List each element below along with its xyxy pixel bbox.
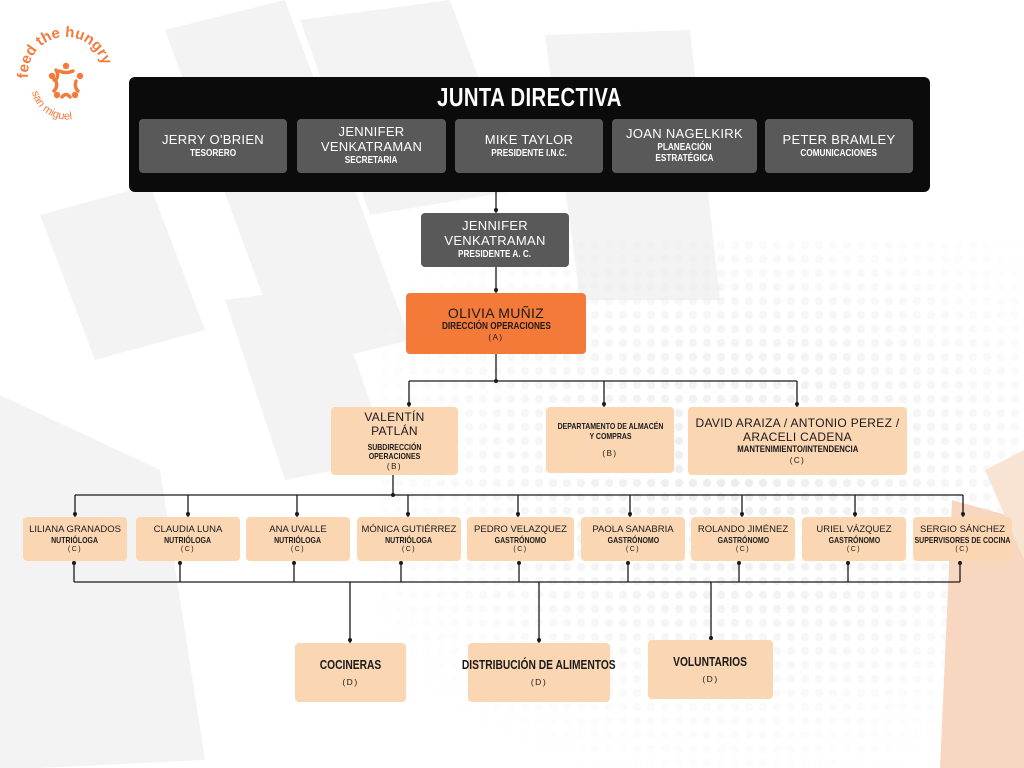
president-name: JENNIFER VENKATRAMAN (444, 218, 546, 249)
staff-name: MÓNICA GUTIÉRREZ (361, 523, 457, 535)
sub-direction-box: VALENTÍN PATLÁN SUBDIRECCIÓN OPERACIONES… (331, 407, 458, 475)
staff-card-monica-gutierrez: MÓNICA GUTIÉRREZ NUTRIÓLOGA (C) (357, 517, 461, 561)
director-role: DIRECCIÓN OPERACIONES (441, 321, 551, 333)
staff-level: (C) (290, 546, 306, 554)
warehouse-purchasing-box: DEPARTAMENTO DE ALMACÉN Y COMPRAS (B) (546, 407, 674, 473)
maintenance-box: DAVID ARAIZA / ANTONIO PEREZ / ARACELI C… (688, 407, 907, 475)
staff-name: SERGIO SÁNCHEZ (920, 523, 1005, 535)
staff-name: PAOLA SANABRIA (592, 523, 674, 535)
staff-level: (C) (846, 546, 862, 554)
director-name: OLIVIA MUÑIZ (447, 305, 545, 322)
staff-role: NUTRIÓLOGA (51, 534, 99, 545)
staff-level: (C) (67, 546, 83, 554)
staff-card-claudia-luna: CLAUDIA LUNA NUTRIÓLOGA (C) (136, 517, 240, 561)
feed-the-hungry-logo: feed the hungry san miguel (15, 24, 116, 123)
staff-role: GASTRÓNOMO (494, 534, 547, 545)
staff-name: ROLANDO JIMÉNEZ (697, 523, 789, 535)
distribution-role: DISTRIBUCIÓN DE ALIMENTOS (462, 657, 616, 672)
staff-card-paola-sanabria: PAOLA SANABRIA GASTRÓNOMO (C) (581, 517, 685, 561)
member-role: SECRETARIA (345, 155, 398, 167)
distribution-level: (D) (530, 677, 548, 688)
staff-level: (C) (625, 546, 641, 554)
member-role: PLANEACIÓN ESTRATÉGICA (655, 141, 714, 165)
staff-name: PEDRO VELAZQUEZ (474, 523, 567, 535)
operations-director-box: OLIVIA MUÑIZ DIRECCIÓN OPERACIONES (A) (406, 293, 586, 354)
cooks-level: (D) (342, 677, 359, 688)
staff-card-uriel-vazquez: URIEL VÁZQUEZ GASTRÓNOMO (C) (802, 517, 906, 561)
staff-card-liliana-granados: LILIANA GRANADOS NUTRIÓLOGA (C) (23, 517, 127, 561)
president-role: PRESIDENTE A. C. (458, 249, 532, 261)
staff-name: LILIANA GRANADOS (29, 523, 121, 535)
sub-direction-role: SUBDIRECCIÓN OPERACIONES (367, 441, 422, 462)
staff-card-rolando-jimenez: ROLANDO JIMÉNEZ GASTRÓNOMO (C) (691, 517, 795, 561)
staff-role: GASTRÓNOMO (828, 534, 880, 545)
staff-card-sergio-sanchez: SERGIO SÁNCHEZ SUPERVISORES DE COCINA (C… (913, 517, 1012, 561)
svg-text:feed the hungry: feed the hungry (15, 24, 116, 79)
staff-level: (C) (401, 546, 417, 554)
staff-name: CLAUDIA LUNA (153, 523, 223, 535)
staff-role: NUTRIÓLOGA (164, 534, 212, 545)
volunteers-box: VOLUNTARIOS (D) (648, 640, 773, 699)
sub-direction-name: VALENTÍN PATLÁN (364, 409, 425, 438)
board-member-treasurer: JERRY O'BRIEN TESORERO (139, 119, 287, 173)
member-name: JERRY O'BRIEN (162, 131, 264, 147)
staff-role: SUPERVISORES DE COCINA (914, 534, 1011, 545)
member-role: PRESIDENTE I.N.C. (491, 147, 567, 159)
member-name: PETER BRAMLEY (782, 131, 896, 147)
member-name: JENNIFER VENKATRAMAN (320, 124, 423, 155)
cooks-role: COCINERAS (319, 657, 382, 672)
warehouse-role: DEPARTAMENTO DE ALMACÉN Y COMPRAS (557, 420, 663, 441)
staff-level: (C) (955, 546, 970, 554)
member-role: TESORERO (189, 147, 237, 159)
volunteers-level: (D) (702, 674, 719, 685)
staff-card-pedro-velazquez: PEDRO VELAZQUEZ GASTRÓNOMO (C) (467, 517, 574, 561)
staff-level: (C) (180, 546, 196, 554)
staff-name: URIEL VÁZQUEZ (816, 523, 892, 535)
member-role: COMUNICACIONES (800, 147, 878, 159)
board-title: JUNTA DIRECTIVA (437, 82, 622, 112)
board-member-secretary: JENNIFER VENKATRAMAN SECRETARIA (297, 119, 446, 173)
staff-role: GASTRÓNOMO (717, 534, 769, 545)
staff-role: NUTRIÓLOGA (274, 534, 322, 545)
board-member-president-inc: MIKE TAYLOR PRESIDENTE I.N.C. (455, 119, 603, 173)
staff-role: GASTRÓNOMO (607, 534, 659, 545)
member-name: JOAN NAGELKIRK (626, 126, 743, 142)
warehouse-level: (B) (602, 449, 618, 459)
food-distribution-box: DISTRIBUCIÓN DE ALIMENTOS (D) (462, 643, 616, 702)
board-member-strategic-planning: JOAN NAGELKIRK PLANEACIÓN ESTRATÉGICA (612, 119, 757, 173)
member-name: MIKE TAYLOR (484, 131, 574, 147)
board-member-communications: PETER BRAMLEY COMUNICACIONES (765, 119, 913, 173)
volunteers-role: VOLUNTARIOS (673, 654, 748, 669)
sub-direction-level: (B) (386, 462, 403, 472)
maintenance-level: (C) (789, 455, 806, 465)
cooks-box: COCINERAS (D) (295, 643, 406, 702)
staff-name: ANA UVALLE (269, 523, 327, 535)
staff-level: (C) (513, 546, 528, 554)
maintenance-role: MANTENIMIENTO/INTENDENCIA (736, 443, 859, 455)
staff-card-ana-uvalle: ANA UVALLE NUTRIÓLOGA (C) (246, 517, 350, 561)
staff-level: (C) (735, 546, 751, 554)
staff-role: NUTRIÓLOGA (385, 534, 433, 545)
director-level: (A) (488, 332, 504, 342)
president-ac-box: JENNIFER VENKATRAMAN PRESIDENTE A. C. (421, 213, 569, 267)
maintenance-names: DAVID ARAIZA / ANTONIO PEREZ / ARACELI C… (695, 416, 900, 445)
